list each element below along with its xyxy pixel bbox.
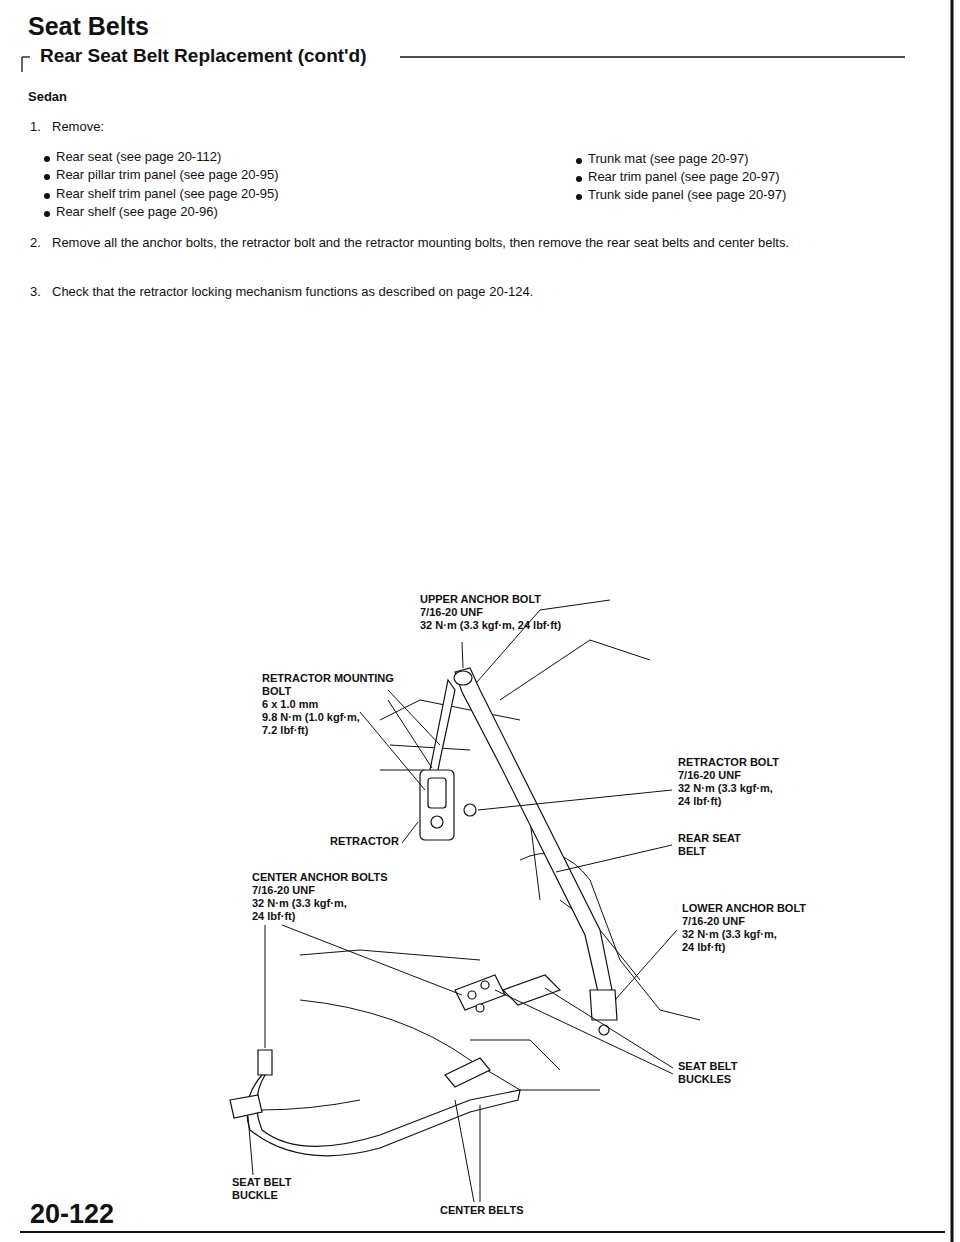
torque-spec: 32 N·m (3.3 kgf·m,	[682, 928, 777, 941]
part-name: BUCKLE	[232, 1189, 278, 1202]
part-name: RETRACTOR	[330, 835, 399, 848]
step-number: 1.	[30, 120, 41, 135]
part-name: RETRACTOR BOLT	[678, 756, 779, 769]
torque-spec: 32 N·m (3.3 kgf·m,	[252, 897, 347, 910]
torque-spec: 32 N·m (3.3 kgf·m,	[678, 782, 773, 795]
seat-belt-webbing	[230, 668, 617, 1156]
torque-spec: 24 lbf·ft)	[252, 910, 295, 923]
part-name: SEAT BELT	[232, 1176, 291, 1189]
step-number: 2.	[30, 236, 41, 251]
part-name: BOLT	[262, 685, 291, 698]
part-name: UPPER ANCHOR BOLT	[420, 593, 541, 606]
torque-spec: 9.8 N·m (1.0 kgf·m,	[262, 711, 360, 724]
part-name: BUCKLES	[678, 1073, 731, 1086]
list-item: Rear shelf (see page 20-96)	[56, 205, 218, 220]
model-heading: Sedan	[28, 90, 67, 105]
part-name: SEAT BELT	[678, 1060, 737, 1073]
section-heading: Rear Seat Belt Replacement (cont'd)	[36, 45, 371, 67]
step-text: Remove all the anchor bolts, the retract…	[52, 236, 932, 251]
list-item: Rear seat (see page 20-112)	[56, 150, 221, 165]
torque-spec: 32 N·m (3.3 kgf·m, 24 lbf·ft)	[420, 619, 561, 632]
part-name: CENTER BELTS	[440, 1204, 524, 1217]
list-item: Rear pillar trim panel (see page 20-95)	[56, 168, 279, 183]
torque-spec: 7.2 lbf·ft)	[262, 724, 308, 737]
step-text: Remove:	[52, 120, 104, 135]
page-number: 20-122	[30, 1199, 114, 1230]
part-name: RETRACTOR MOUNTING	[262, 672, 394, 685]
spec: 7/16-20 UNF	[682, 915, 745, 928]
part-name: CENTER ANCHOR BOLTS	[252, 871, 388, 884]
torque-spec: 24 lbf·ft)	[678, 795, 721, 808]
spec: 6 x 1.0 mm	[262, 698, 318, 711]
page-title: Seat Belts	[28, 12, 149, 41]
part-name: BELT	[678, 845, 706, 858]
spec: 7/16-20 UNF	[420, 606, 483, 619]
step-text: Check that the retractor locking mechani…	[52, 285, 533, 300]
list-item: Rear shelf trim panel (see page 20-95)	[56, 187, 279, 202]
step-number: 3.	[30, 285, 41, 300]
spec: 7/16-20 UNF	[252, 884, 315, 897]
header-rules	[20, 0, 952, 1242]
list-item: Trunk mat (see page 20-97)	[588, 152, 749, 167]
part-name: REAR SEAT	[678, 832, 741, 845]
vehicle-body	[260, 600, 700, 1110]
spec: 7/16-20 UNF	[678, 769, 741, 782]
leader-lines	[248, 642, 677, 1202]
list-item: Trunk side panel (see page 20-97)	[588, 188, 786, 203]
list-item: Rear trim panel (see page 20-97)	[588, 170, 780, 185]
torque-spec: 24 lbf·ft)	[682, 941, 725, 954]
part-name: LOWER ANCHOR BOLT	[682, 902, 806, 915]
